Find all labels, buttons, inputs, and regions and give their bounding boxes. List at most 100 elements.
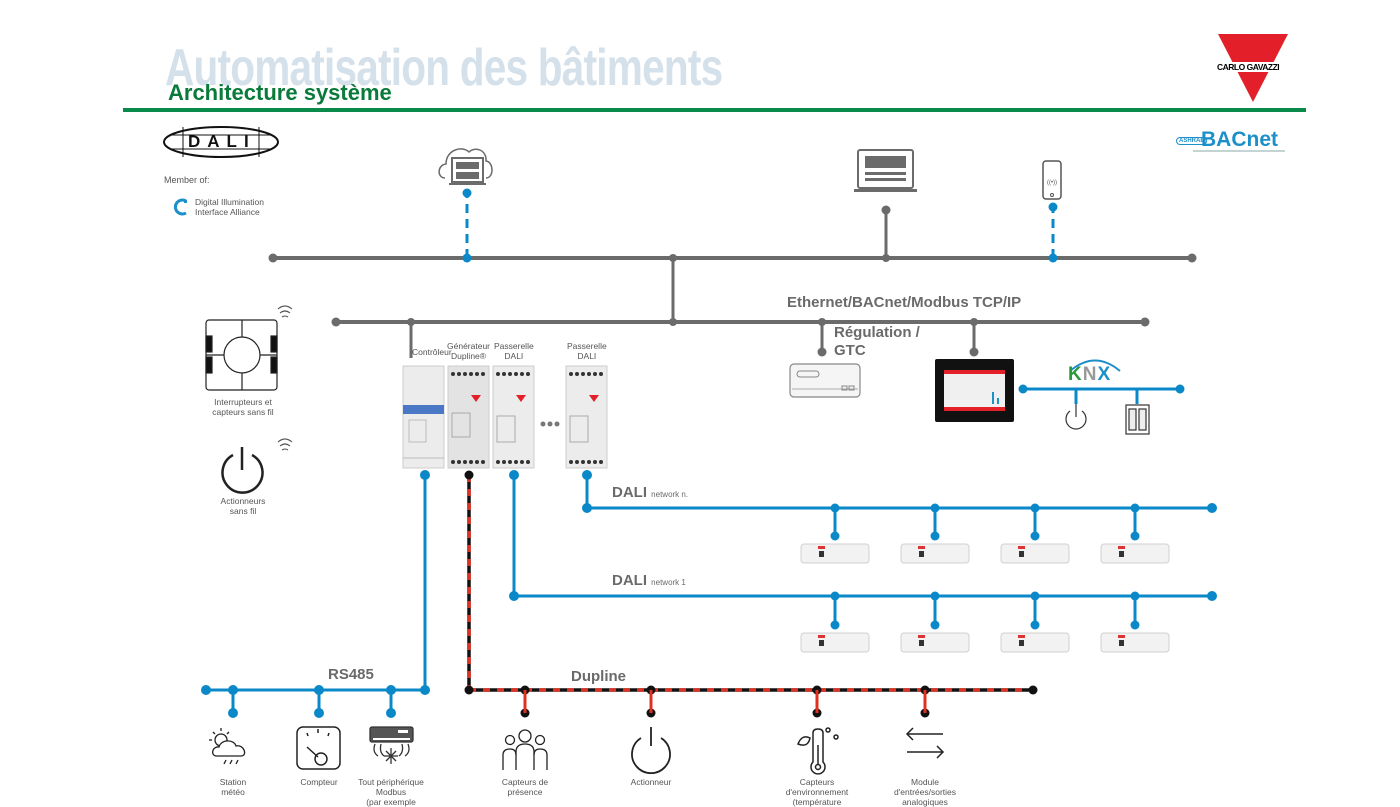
- gateway-n-line-2: DALI: [577, 351, 597, 361]
- dali-1-title: DALI: [612, 572, 647, 589]
- controller-label: Contrôleur: [412, 347, 452, 357]
- dali-driver-device: [1100, 543, 1170, 564]
- dali-drop-end: [1030, 531, 1040, 541]
- modbus-line-1: Tout périphérique: [358, 777, 424, 787]
- ethernet-bus-label: Ethernet/BACnet/Modbus TCP/IP: [787, 294, 1022, 311]
- dali-drop-end: [930, 531, 940, 541]
- modbus-line-3: (par exemple: [366, 797, 416, 807]
- knx-logo: KNX: [1068, 364, 1112, 385]
- dali-driver-device: [1000, 632, 1070, 653]
- io-arrows-icon: [905, 727, 945, 759]
- rs485-label: RS485: [328, 666, 374, 683]
- ashrae-badge: ASHRAE: [1176, 137, 1208, 145]
- env-line-2: d'environnement: [785, 787, 849, 797]
- ethernet-bus-main: [331, 317, 1150, 358]
- modbus-line-2: Modbus: [375, 787, 407, 797]
- dali-network-n-label: DALI network n.: [612, 484, 688, 501]
- touch-panel-display: [935, 359, 1014, 422]
- hvac-icon: [369, 726, 414, 764]
- dali-driver-device: [900, 632, 970, 653]
- cloud-server-icon: [438, 148, 493, 185]
- svg-text:((•)): ((•)): [1047, 180, 1057, 186]
- controller-module: [402, 365, 445, 469]
- carlo-gavazzi-brand: CARLO GAVAZZI: [1217, 62, 1280, 72]
- knx-switch-icon: [1125, 404, 1150, 435]
- regulation-line-1: Régulation /: [834, 324, 920, 341]
- ws-line-2: capteurs sans fil: [212, 407, 274, 417]
- dali-n-title: DALI: [612, 484, 647, 501]
- wa-line-1: Actionneurs: [220, 496, 266, 506]
- knx-power-icon: [1065, 404, 1087, 430]
- diia-line-2: Interface Alliance: [195, 207, 260, 217]
- background-title: Automatisation des bâtiments: [165, 39, 723, 97]
- dali-junction: [830, 503, 840, 513]
- gateway-n-line-1: Passerelle: [567, 341, 607, 351]
- presence-line-1: Capteurs de: [501, 777, 549, 787]
- regulation-line-2: GTC: [834, 342, 866, 359]
- wireless-signal-icon: [277, 305, 293, 318]
- dali-gateway-module-n: [565, 365, 608, 469]
- dali-junction: [830, 591, 840, 601]
- dali-junction: [1130, 503, 1140, 513]
- knx-bus: [1018, 359, 1185, 404]
- dali-driver-device: [900, 543, 970, 564]
- dali-driver-device: [1100, 632, 1170, 653]
- dali-junction: [1030, 503, 1040, 513]
- laptop-icon: [854, 149, 917, 192]
- gateway-line-2: DALI: [504, 351, 524, 361]
- dali-drop-end: [1030, 620, 1040, 630]
- rs485-bus: [201, 470, 430, 718]
- dali-logo: [163, 126, 279, 158]
- diia-logo-icon: [173, 198, 187, 216]
- smartphone-icon: ((•)): [1042, 160, 1062, 200]
- wireless-switch-icon: [205, 319, 278, 391]
- regulation-label: Régulation / GTC: [834, 324, 920, 360]
- dali-driver-device: [800, 632, 870, 653]
- io-line-1: Module: [911, 777, 939, 787]
- page-title: Architecture système: [168, 80, 392, 105]
- dali-network-n-bus: [582, 470, 1217, 513]
- actuator-label: Actionneur: [616, 777, 686, 787]
- dali-drop-end: [830, 531, 840, 541]
- ellipsis-dots: [540, 421, 560, 427]
- weather-line-1: Station: [219, 777, 247, 787]
- actuator-line-1: Actionneur: [630, 777, 672, 787]
- dupline-bus: [464, 470, 1038, 718]
- env-line-3: (température: [792, 797, 842, 807]
- meter-label: Compteur: [284, 777, 354, 787]
- weather-icon: [209, 728, 246, 765]
- gateway-line-1: Passerelle: [494, 341, 534, 351]
- actuator-power-icon: [631, 727, 671, 775]
- io-line-2: d'entrées/sorties: [893, 787, 957, 797]
- weather-line-2: météo: [221, 787, 245, 797]
- header-divider: [123, 108, 1306, 112]
- generator-line-2: Dupline®: [450, 351, 487, 361]
- dali-junction: [1130, 591, 1140, 601]
- dali-junction: [930, 591, 940, 601]
- wa-line-2: sans fil: [229, 506, 257, 516]
- regulation-controller-device: [789, 363, 861, 398]
- env-line-1: Capteurs: [799, 777, 835, 787]
- dali-1-sub: network 1: [651, 578, 686, 587]
- dali-driver-device: [800, 543, 870, 564]
- dali-drop-end: [830, 620, 840, 630]
- presence-line-2: présence: [507, 787, 543, 797]
- meter-icon: [296, 726, 341, 770]
- ethernet-bus-top: [268, 188, 1197, 322]
- diia-line-1: Digital Illumination: [195, 197, 264, 207]
- dali-junction: [930, 503, 940, 513]
- thermometer-icon: [797, 727, 839, 775]
- dali-drop-end: [930, 620, 940, 630]
- dupline-label: Dupline: [571, 668, 626, 685]
- diia-label: Digital Illumination Interface Alliance: [195, 197, 264, 217]
